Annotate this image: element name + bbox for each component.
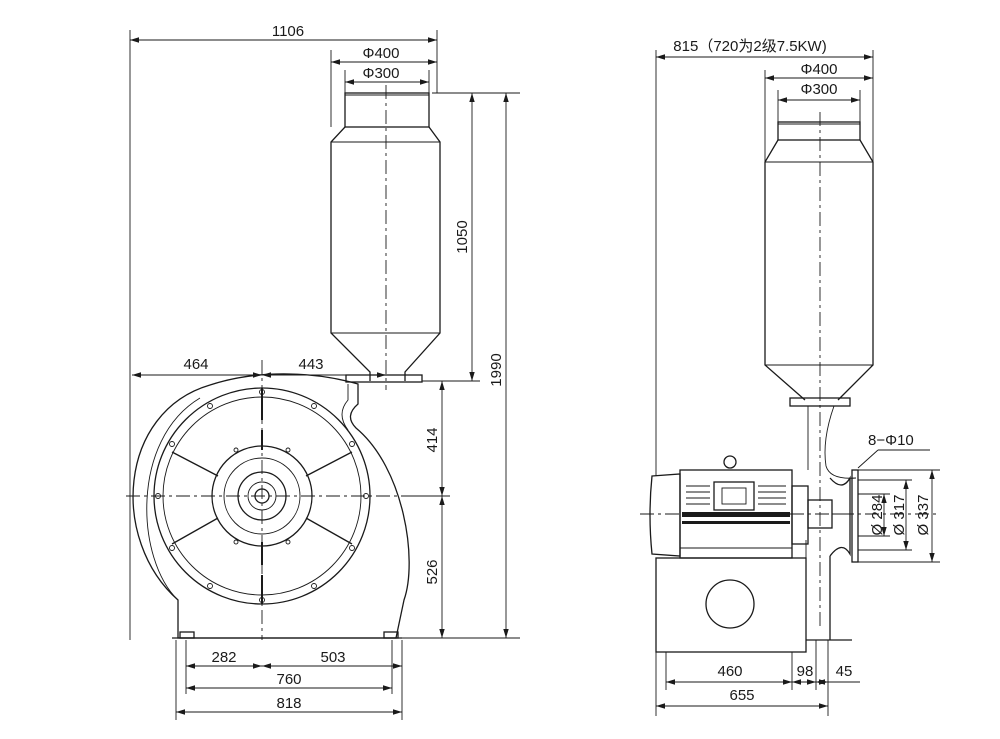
front-flange-to-center: 414 — [424, 427, 441, 452]
front-base-width: 818 — [276, 695, 301, 712]
front-base-right: 503 — [320, 649, 345, 666]
front-stack — [330, 85, 441, 390]
side-inlet-dia-outer: Ø 337 — [915, 495, 932, 536]
front-outlet-inner-dia: Φ300 — [363, 65, 400, 82]
front-base-left: 282 — [211, 649, 236, 666]
side-base — [655, 540, 807, 653]
front-dimensions: 1106 Φ400 Φ300 464 443 1050 1990 414 526 — [129, 23, 520, 720]
front-housing — [126, 360, 420, 640]
side-stack — [764, 112, 874, 630]
front-center-height: 526 — [424, 559, 441, 584]
motor-fins — [686, 485, 786, 505]
side-view: 815（720为2级7.5KW) Φ400 Φ300 8−Φ10 Ø 284 Ø… — [640, 38, 940, 716]
side-outlet-outer-dia: Φ400 — [801, 61, 838, 78]
front-outlet-outer-dia: Φ400 — [363, 45, 400, 62]
front-right-of-center: 443 — [298, 356, 323, 373]
front-view: 1106 Φ400 Φ300 464 443 1050 1990 414 526 — [126, 23, 520, 720]
side-base-motor: 460 — [717, 663, 742, 680]
front-total-height: 1990 — [488, 353, 505, 386]
side-motor — [649, 455, 852, 559]
side-inlet-offset: 45 — [836, 663, 853, 680]
front-base-bolt-span: 760 — [276, 671, 301, 688]
front-overall-width: 1106 — [272, 23, 304, 40]
side-outlet-inner-dia: Φ300 — [801, 81, 838, 98]
side-base-gap: 98 — [797, 663, 814, 680]
front-left-of-center: 464 — [183, 356, 208, 373]
side-base-width: 655 — [729, 687, 754, 704]
front-stack-height: 1050 — [454, 220, 471, 253]
side-dimensions: 815（720为2级7.5KW) Φ400 Φ300 8−Φ10 Ø 284 Ø… — [655, 38, 940, 716]
side-flange-holes: 8−Φ10 — [868, 432, 914, 449]
side-inlet — [640, 469, 940, 641]
side-inlet-dia-bolt: Ø 317 — [891, 495, 908, 536]
side-overall-width-note: 815（720为2级7.5KW) — [673, 38, 826, 55]
side-inlet-dia-inner: Ø 284 — [869, 495, 886, 536]
